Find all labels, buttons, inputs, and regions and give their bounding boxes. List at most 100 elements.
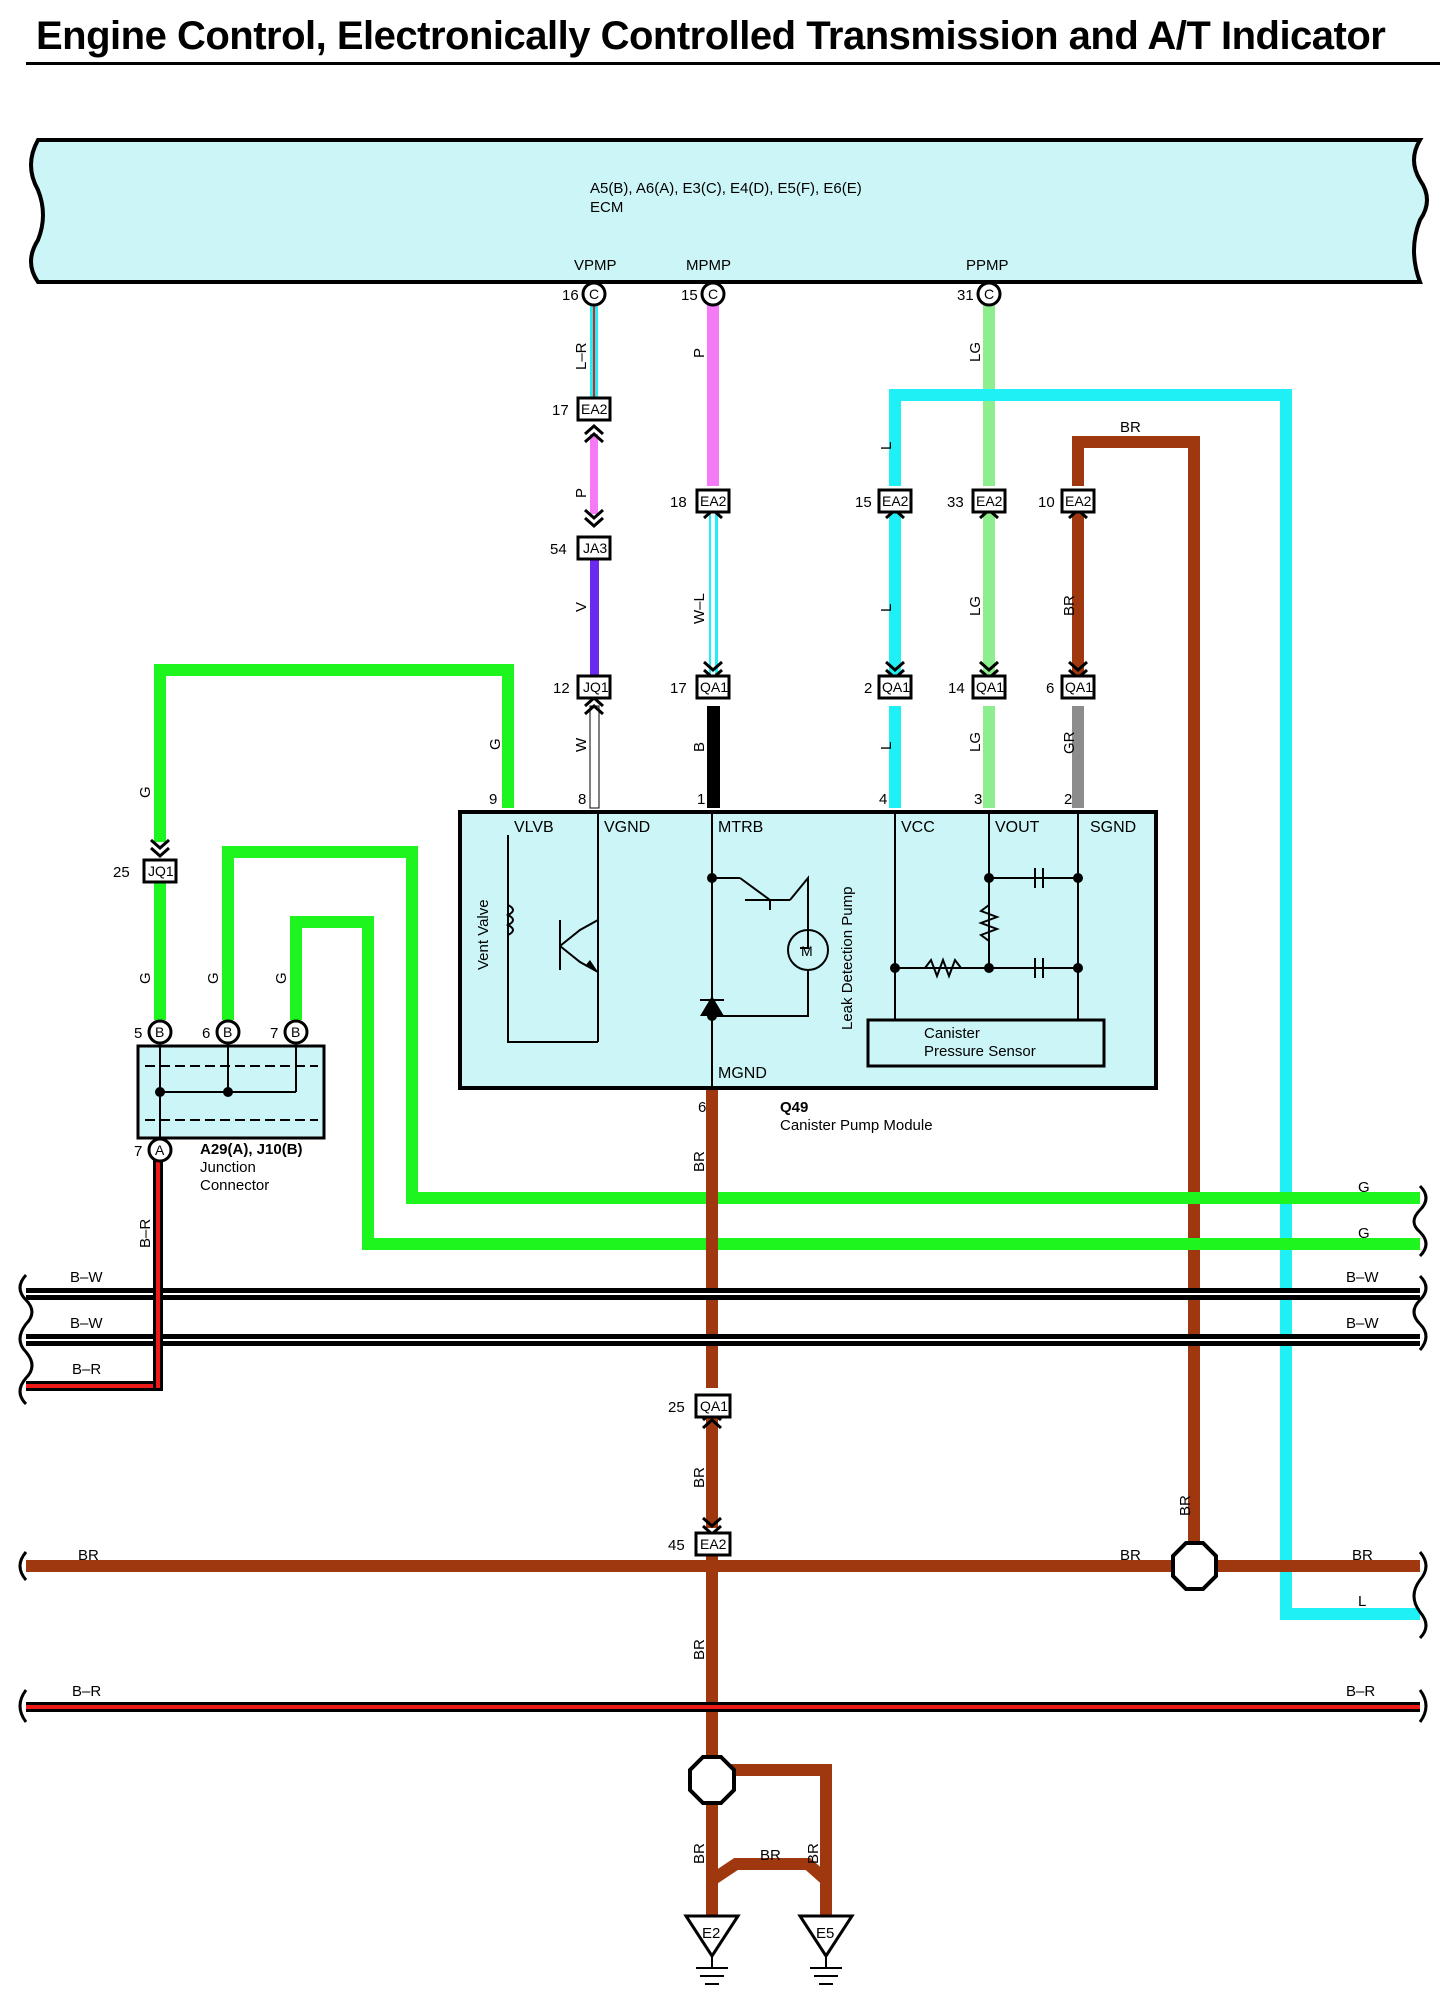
sensor-label-line2: Pressure Sensor bbox=[924, 1043, 1036, 1060]
wire-label-g3: G bbox=[137, 972, 154, 984]
terminal-vgnd: VGND bbox=[604, 819, 650, 836]
junction-dots-j bbox=[155, 1087, 233, 1097]
wire-label-br8: BR bbox=[760, 1847, 781, 1864]
wire-label-br-red4: B–R bbox=[1346, 1683, 1375, 1700]
wire-label-p1: P bbox=[573, 488, 590, 498]
module-name-label: Canister Pump Module bbox=[780, 1117, 933, 1134]
wire-label-l3: L bbox=[878, 742, 895, 750]
wire-label-br3: BR bbox=[691, 1151, 708, 1172]
conn-qa1-17-id: QA1 bbox=[700, 679, 728, 695]
jpin-7b-conn: B bbox=[291, 1024, 300, 1040]
ecm-pin-circles bbox=[581, 281, 1002, 307]
wire-label-br4: BR bbox=[691, 1467, 708, 1488]
junction-name: A29(A), J10(B) bbox=[200, 1141, 303, 1158]
conn-ea2-18-pin: 18 bbox=[670, 494, 687, 511]
wire-label-br12: BR bbox=[1352, 1547, 1373, 1564]
wire-vlvb-green bbox=[154, 664, 1420, 1250]
wire-label-bw3: B–W bbox=[1346, 1269, 1379, 1286]
ecm-pin-ppmp-conn: C bbox=[984, 286, 994, 302]
terminal-vlvb: VLVB bbox=[514, 819, 554, 836]
conn-ea2-45-id: EA2 bbox=[700, 1536, 727, 1552]
wire-label-br2: BR bbox=[1061, 595, 1078, 616]
terminal-vout: VOUT bbox=[995, 819, 1040, 836]
conn-jq1-25-id: JQ1 bbox=[148, 863, 174, 879]
conn-ja3-54-id: JA3 bbox=[583, 540, 607, 556]
module-pin-4: 4 bbox=[879, 791, 887, 808]
ground-e2 bbox=[683, 1914, 741, 1985]
jpin-7a-num: 7 bbox=[134, 1143, 142, 1160]
conn-qa1-2-pin: 2 bbox=[864, 680, 872, 697]
wire-label-g2: G bbox=[137, 786, 154, 798]
sensor-label-line1: Canister bbox=[924, 1025, 980, 1042]
terminal-sgnd: SGND bbox=[1090, 819, 1136, 836]
conn-ea2-18-id: EA2 bbox=[700, 493, 727, 509]
wire-label-l1: L bbox=[878, 442, 895, 450]
wire-label-g6: G bbox=[1358, 1179, 1370, 1196]
wire-label-gr: GR bbox=[1061, 731, 1078, 754]
conn-qa1-25-pin: 25 bbox=[668, 1399, 685, 1416]
module-pin-3: 3 bbox=[974, 791, 982, 808]
jpin-5-num: 5 bbox=[134, 1025, 142, 1042]
ecm-pin-vpmp-label: VPMP bbox=[574, 257, 617, 274]
conn-ea2-45-pin: 45 bbox=[668, 1537, 685, 1554]
wire-mgnd bbox=[706, 1088, 832, 1930]
wire-label-lg1: LG bbox=[967, 342, 984, 362]
module-pin-1: 1 bbox=[697, 791, 705, 808]
module-pin-6: 6 bbox=[698, 1099, 706, 1116]
ecm-pin-mpmp-num: 15 bbox=[681, 287, 698, 304]
conn-qa1-14-pin: 14 bbox=[948, 680, 965, 697]
page-title: Engine Control, Electronically Controlle… bbox=[36, 14, 1386, 58]
jpin-7a-conn: A bbox=[155, 1142, 165, 1158]
conn-ea2-33-id: EA2 bbox=[976, 493, 1003, 509]
conn-ja3-54-pin: 54 bbox=[550, 541, 567, 558]
wire-label-lr: L–R bbox=[573, 342, 590, 370]
jpin-5-conn: B bbox=[155, 1024, 164, 1040]
transistor-arrow-icon bbox=[585, 960, 598, 972]
wire-label-g5: G bbox=[273, 972, 290, 984]
conn-ea2-17-id: EA2 bbox=[581, 401, 608, 417]
wire-label-g7: G bbox=[1358, 1225, 1370, 1242]
conn-qa1-6-pin: 6 bbox=[1046, 680, 1054, 697]
conn-ea2-15-id: EA2 bbox=[882, 493, 909, 509]
canister-pressure-sensor bbox=[866, 1018, 1106, 1068]
conn-qa1-2-id: QA1 bbox=[882, 679, 910, 695]
wire-label-br6: BR bbox=[691, 1843, 708, 1864]
jpin-7b-num: 7 bbox=[270, 1025, 278, 1042]
wire-sgnd bbox=[1072, 436, 1200, 1560]
ecm-name-label: ECM bbox=[590, 199, 623, 216]
module-code-label: Q49 bbox=[780, 1099, 808, 1116]
conn-qa1-17-pin: 17 bbox=[670, 680, 687, 697]
wire-label-bw4: B–W bbox=[1346, 1315, 1379, 1332]
ecm-pin-vpmp-conn: C bbox=[589, 286, 599, 302]
module-pin-8: 8 bbox=[578, 791, 586, 808]
ecm-pin-mpmp-label: MPMP bbox=[686, 257, 731, 274]
ground-e5-label: E5 bbox=[816, 1925, 834, 1942]
leak-detection-pump-label: Leak Detection Pump bbox=[839, 887, 856, 1030]
ecm-pin-mpmp-conn: C bbox=[708, 286, 718, 302]
module-pin-2: 2 bbox=[1064, 791, 1072, 808]
wire-label-br10: BR bbox=[78, 1547, 99, 1564]
wire-vcc-cyan bbox=[889, 389, 1420, 1620]
bus-end-marks bbox=[18, 1184, 1428, 1723]
wire-label-br-red2: B–R bbox=[137, 1219, 154, 1248]
wire-label-b: B bbox=[691, 742, 708, 752]
ecm-pin-ppmp-label: PPMP bbox=[966, 257, 1009, 274]
junction-line2: Connector bbox=[200, 1177, 269, 1194]
ecm-connectors-label: A5(B), A6(A), E3(C), E4(D), E5(F), E6(E) bbox=[590, 180, 862, 197]
terminal-mgnd: MGND bbox=[718, 1065, 767, 1082]
conn-jq1-12-id: JQ1 bbox=[583, 679, 609, 695]
conn-qa1-14-id: QA1 bbox=[976, 679, 1004, 695]
jpin-6-num: 6 bbox=[202, 1025, 210, 1042]
wire-label-br-red1: B–R bbox=[72, 1361, 101, 1378]
terminal-vcc: VCC bbox=[901, 819, 935, 836]
wire-label-w: W bbox=[573, 737, 590, 752]
wire-label-bw2: B–W bbox=[70, 1315, 103, 1332]
wire-label-g4: G bbox=[205, 972, 222, 984]
ecm-pin-vpmp-num: 16 bbox=[562, 287, 579, 304]
conn-jq1-12-pin: 12 bbox=[553, 680, 570, 697]
ground-e5 bbox=[797, 1914, 855, 1985]
wire-label-v: V bbox=[573, 602, 590, 612]
ecm-body bbox=[29, 138, 1429, 284]
junction-pin-circles bbox=[147, 1019, 309, 1163]
